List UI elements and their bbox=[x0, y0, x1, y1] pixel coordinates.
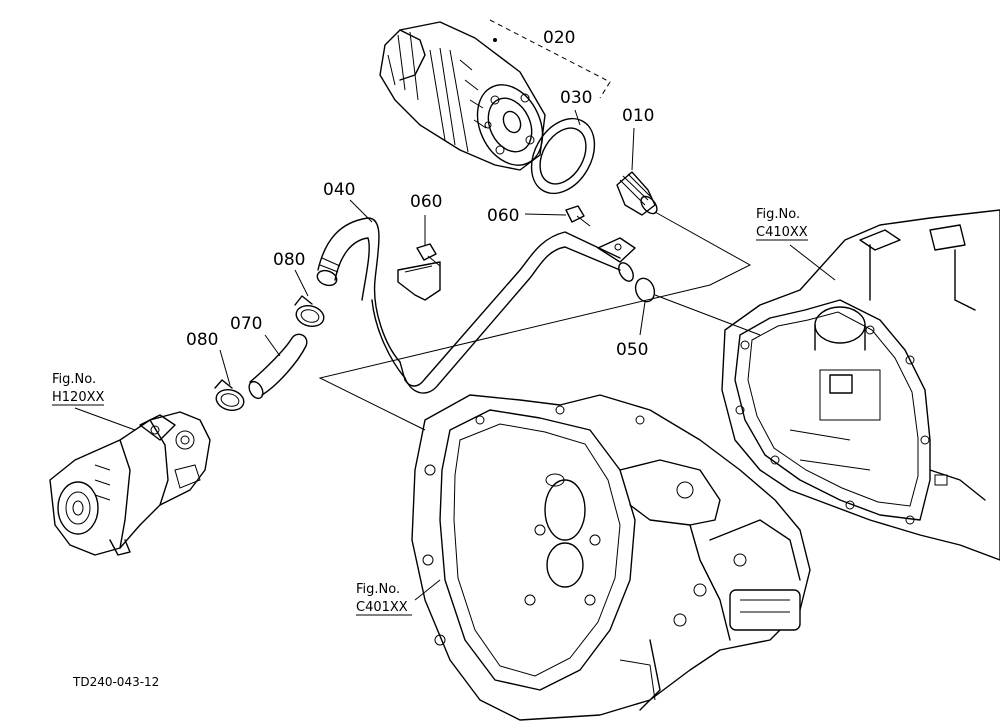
part-label-070: 070 bbox=[230, 314, 262, 334]
drawing-number: TD240-043-12 bbox=[72, 675, 159, 689]
part-label-010: 010 bbox=[622, 106, 654, 126]
gasket bbox=[530, 117, 596, 195]
part-labels: 020 030 010 040 060 060 080 080 070 050 bbox=[186, 28, 654, 360]
figure-ref-prefix: Fig.No. bbox=[756, 207, 800, 222]
short-hose bbox=[248, 333, 308, 400]
mid-case bbox=[721, 209, 1000, 561]
part-label-040: 040 bbox=[323, 180, 355, 200]
hose bbox=[316, 217, 406, 379]
bolt-right bbox=[565, 205, 591, 227]
part-label-050: 050 bbox=[616, 340, 648, 360]
figure-reference-c410xx: Fig.No. C410XX bbox=[756, 207, 808, 241]
figure-ref-code: H120XX bbox=[52, 390, 104, 405]
figure-reference-h120xx: Fig.No. H120XX bbox=[52, 372, 104, 406]
figure-ref-code: C410XX bbox=[756, 225, 808, 240]
hose-clamp-upper bbox=[294, 295, 325, 328]
fitting bbox=[616, 171, 658, 216]
leader-lines bbox=[74, 19, 836, 601]
pipe bbox=[399, 231, 636, 394]
oil-filter bbox=[379, 21, 546, 171]
figure-ref-prefix: Fig.No. bbox=[52, 372, 96, 387]
figure-reference-c401xx: Fig.No. C401XX bbox=[356, 582, 412, 616]
transmission-case bbox=[411, 394, 811, 721]
part-label-030: 030 bbox=[560, 88, 592, 108]
bracket bbox=[397, 261, 441, 301]
bolt-left bbox=[416, 243, 441, 267]
part-label-060-right: 060 bbox=[487, 206, 519, 226]
part-label-080-upper: 080 bbox=[273, 250, 305, 270]
part-label-060-upper: 060 bbox=[410, 192, 442, 212]
figure-ref-code: C401XX bbox=[356, 600, 408, 615]
o-ring bbox=[634, 277, 656, 303]
part-label-020: 020 bbox=[543, 28, 575, 48]
hydraulic-pump bbox=[49, 411, 211, 556]
figure-ref-prefix: Fig.No. bbox=[356, 582, 400, 597]
part-label-080-lower: 080 bbox=[186, 330, 218, 350]
hose-clamp-lower bbox=[214, 379, 245, 412]
